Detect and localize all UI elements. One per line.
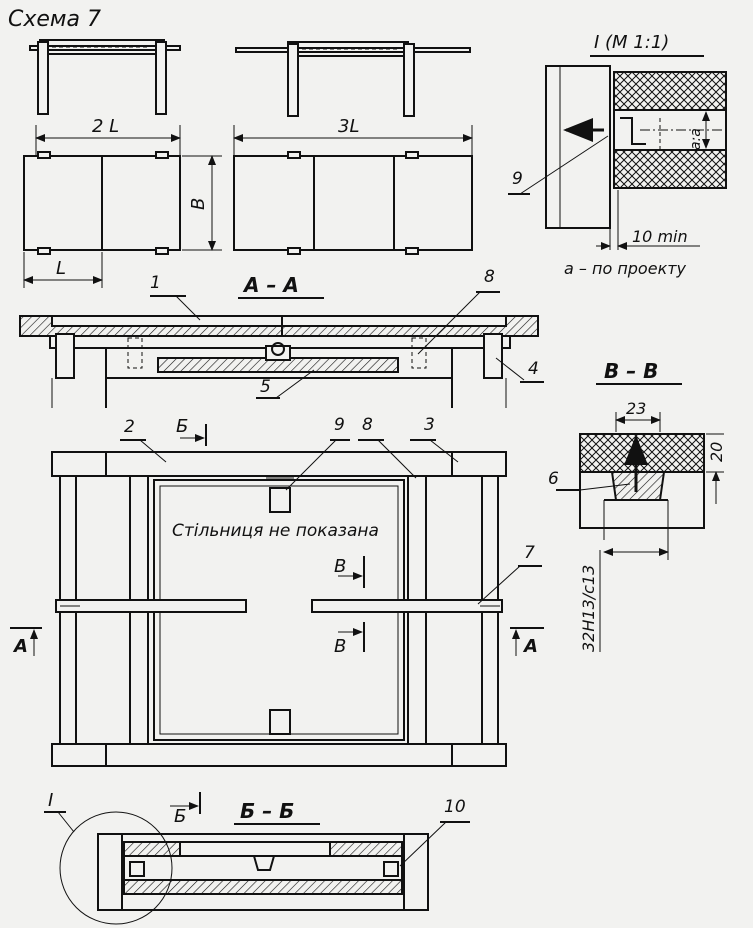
dim-23-label: 23 [626, 399, 646, 418]
callout-8-plan: 8 [362, 415, 373, 435]
detail-title: I (М 1:1) [594, 32, 669, 53]
callout-7: 7 [524, 543, 535, 563]
dim-a-a-label: a:a [688, 128, 704, 150]
plan-2L: 2 L B L [23, 116, 222, 288]
fit-label: 32H13/c13 [579, 565, 598, 652]
dim-B-label: B [188, 198, 209, 210]
section-bb-title: Б – Б [240, 799, 294, 823]
callout-5: 5 [260, 377, 271, 397]
callout-9-detail: 9 [512, 169, 523, 189]
section-AA-title: А – А [242, 273, 299, 297]
callout-4: 4 [528, 359, 539, 379]
detail-ref-I: I [48, 790, 53, 811]
dim-2L-label: 2 L [92, 116, 119, 137]
dim-10min-label: 10 min [632, 227, 688, 246]
cut-A-right: А [522, 636, 538, 657]
plan-3L: 3L [233, 116, 473, 255]
detail-I: I (М 1:1) a:a 10 min а – по проекту 9 [508, 32, 727, 278]
cut-Bcyr-bottom: Б [174, 806, 186, 827]
cut-V-top: В [334, 556, 346, 577]
section-BB-title: В – В [604, 359, 658, 383]
a-note: а – по проекту [564, 259, 687, 278]
dim-3L-label: 3L [338, 116, 359, 137]
frame-plan: Стільниця не показана А А Б В В 2 9 8 3 [10, 415, 544, 767]
section-B-B: Б – Б Б I 10 [44, 790, 470, 925]
callout-9-plan: 9 [334, 415, 345, 435]
small-table-elevation [29, 39, 181, 115]
cut-A-left: А [12, 636, 28, 657]
callout-6: 6 [548, 469, 559, 489]
extended-table-elevation [235, 41, 471, 117]
section-A-A: А – А 1 8 4 5 [19, 267, 544, 408]
callout-1: 1 [150, 273, 161, 293]
callout-2: 2 [124, 417, 135, 437]
callout-3: 3 [424, 415, 435, 435]
scheme-title: Схема 7 [8, 7, 101, 32]
callout-10: 10 [444, 797, 466, 817]
cut-Bcyr-top: Б [176, 416, 188, 437]
cut-V-bottom: В [334, 636, 346, 657]
tabletop-note: Стільниця не показана [172, 521, 379, 541]
callout-8-section: 8 [484, 267, 495, 287]
dim-20-label: 20 [707, 442, 726, 462]
dim-L-label: L [56, 258, 66, 279]
section-V-V: В – В 23 20 32H13/c13 6 [548, 359, 726, 652]
